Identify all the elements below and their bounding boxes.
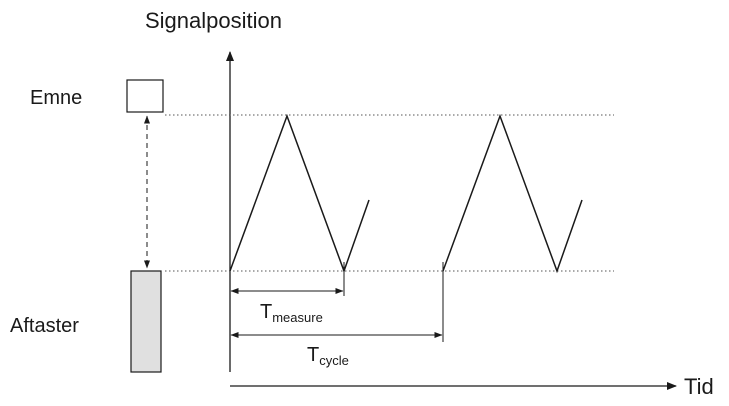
signal-waveform-1 xyxy=(229,113,370,274)
probe-label: Aftaster xyxy=(10,315,79,337)
t-cycle-label: Tcycle xyxy=(307,344,349,368)
t-measure-label: Tmeasure xyxy=(260,301,323,325)
workpiece-box xyxy=(126,79,164,113)
signal-waveform-2 xyxy=(442,113,583,274)
probe-bar xyxy=(130,270,162,373)
y-axis-label: Signalposition xyxy=(145,8,282,33)
workpiece-label: Emne xyxy=(30,87,82,109)
x-axis-label: Tid xyxy=(684,374,714,399)
